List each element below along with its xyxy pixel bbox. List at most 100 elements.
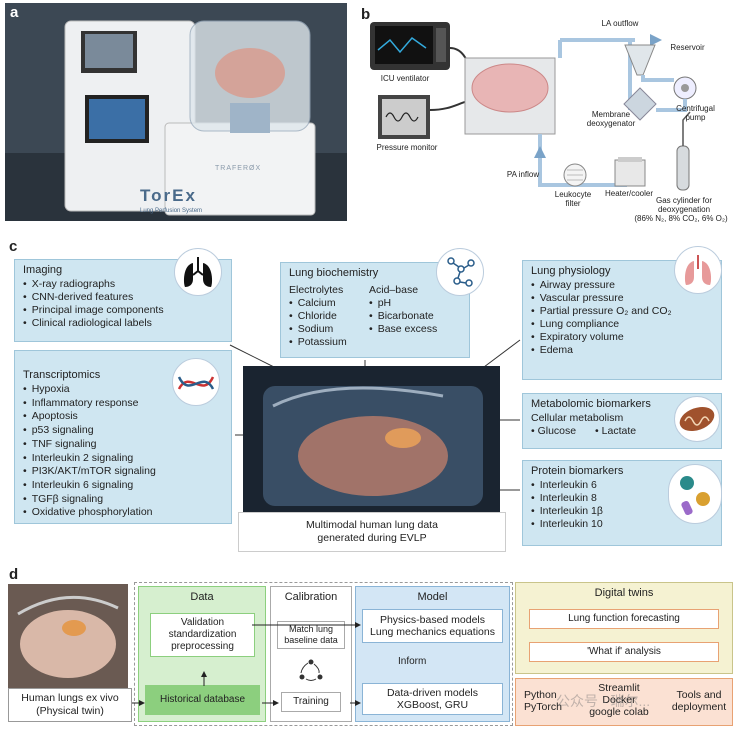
imaging-title: Imaging (23, 264, 63, 276)
electrolyte-item: Potassium (289, 336, 347, 349)
label-membrane-deoxygenator: Membrane deoxygenator (586, 110, 636, 128)
protein-item: Interleukin 1β (531, 505, 713, 518)
panel-a-photo: TorEx Lung Perfusion System TRAFERØX (5, 3, 347, 221)
panel-d-arrows (132, 622, 361, 706)
device-cart-label: TRAFERØX (215, 165, 262, 172)
calibration-column: Calibration Match lung baseline data Tra… (270, 586, 352, 722)
deoxygenator-icon (623, 87, 657, 121)
training-box: Training (281, 692, 341, 712)
physics-line1: Physics-based models (379, 614, 486, 626)
data-step: Validation (180, 617, 225, 628)
protein-icon (668, 464, 722, 524)
electrolyte-item: Chloride (289, 310, 347, 323)
electrolyte-item: Calcium (289, 297, 347, 310)
acid-base-heading: Acid–base (369, 284, 419, 296)
tool-name: Python (524, 689, 557, 701)
acid-base-item: Bicarbonate (369, 310, 437, 323)
ventilator-icon (370, 22, 450, 70)
metabolomic-subtitle: Cellular metabolism (531, 412, 624, 424)
physiology-item: Partial pressure O₂ and CO₂ (531, 305, 713, 318)
match-line2: baseline data (284, 635, 338, 645)
transcriptomics-item: Interleukin 6 signaling (23, 479, 223, 493)
transcriptomics-item: Inflammatory response (23, 397, 223, 411)
acid-base-item: Base excess (369, 323, 438, 336)
pressure-monitor-icon (378, 95, 430, 139)
lungs-icon (174, 248, 222, 296)
centrifugal-pump-icon (673, 76, 697, 100)
workflow-dashed-frame (134, 582, 513, 726)
training-label: Training (293, 696, 329, 707)
data-column: Data Validation standardization preproce… (138, 586, 266, 722)
data-step: preprocessing (171, 641, 234, 652)
tools-label: deployment (671, 701, 727, 713)
acid-base-item: pH (369, 297, 437, 310)
physical-twin-caption: Human lungs ex vivo (Physical twin) (8, 688, 132, 722)
data-header: Data (190, 591, 214, 603)
label-leukocyte-filter: Leukocyte filter (554, 190, 592, 208)
validation-box: Validation standardization preprocessing (150, 613, 255, 657)
physiology-item: Lung compliance (531, 318, 713, 331)
physical-twin-line1: Human lungs ex vivo (21, 692, 119, 704)
physical-twin-photo (8, 584, 128, 690)
transcriptomics-item: Hypoxia (23, 383, 223, 397)
gas-cylinder-icon (676, 111, 691, 191)
label-pa-inflow: PA inflow (506, 170, 540, 179)
metabolomic-title: Metabolomic biomarkers (531, 398, 651, 410)
metabolomic-item: Lactate (601, 425, 637, 437)
label-heater-cooler: Heater/cooler (604, 189, 654, 198)
match-baseline-box: Match lung baseline data (277, 621, 345, 649)
transcriptomics-title: Transcriptomics (23, 369, 101, 381)
physical-twin-line2: (Physical twin) (36, 705, 104, 717)
heater-cooler-icon (614, 157, 646, 187)
tool-name: google colab (589, 706, 649, 718)
panel-label-c: c (9, 238, 18, 255)
data-driven-models-box: Data-driven models XGBoost, GRU (362, 683, 503, 715)
calibration-header: Calibration (284, 591, 338, 603)
datadriven-line1: Data-driven models (386, 687, 479, 699)
physiology-item: Airway pressure (531, 279, 713, 292)
label-gas-cylinder: Gas cylinder for deoxygenation (655, 196, 713, 214)
label-gas-mix: (86% N₂, 8% CO₂, 6% O₂) (634, 214, 728, 223)
electrolytes-heading: Electrolytes (289, 284, 344, 296)
physics-line2: Lung mechanics equations (370, 626, 495, 638)
lung-chamber-icon (464, 57, 556, 135)
watermark: 公众号 · 瑞尔... (556, 693, 651, 709)
physiology-item: Expiratory volume (531, 331, 713, 344)
imaging-item: Principal image components (23, 304, 223, 317)
physics-models-box: Physics-based models Lung mechanics equa… (362, 609, 503, 643)
label-la-outflow: LA outflow (601, 19, 639, 28)
forecast-label: Lung function forecasting (568, 613, 680, 624)
physiology-title: Lung physiology (531, 265, 611, 277)
tool-name: PyTorch (524, 701, 562, 713)
historical-database-box: Historical database (145, 685, 260, 715)
imaging-item: CNN-derived features (23, 291, 223, 304)
panel-label-d: d (9, 566, 19, 583)
transcriptomics-item: p53 signaling (23, 424, 223, 438)
match-line1: Match lung (288, 624, 334, 634)
tools-column: Python PyTorch Streamlit Docker google c… (515, 678, 733, 726)
protein-item: Interleukin 6 (531, 479, 713, 492)
evlp-circuit-schematic (370, 22, 697, 191)
center-caption: Multimodal human lung data generated dur… (238, 512, 506, 552)
transcriptomics-item: Oxidative phosphorylation (23, 506, 223, 520)
digital-twins-header: Digital twins (594, 587, 654, 599)
center-caption-line2: generated during EVLP (317, 532, 427, 544)
label-pressure-monitor: Pressure monitor (376, 143, 438, 152)
data-step: standardization (168, 629, 237, 640)
transcriptomics-item: TGFβ signaling (23, 493, 223, 507)
physiology-item: Vascular pressure (531, 292, 713, 305)
transcriptomics-item: Interleukin 2 signaling (23, 452, 223, 466)
tool-name: Docker (602, 694, 636, 706)
physiology-item: Edema (531, 344, 713, 357)
forecast-box: Lung function forecasting (529, 609, 719, 629)
protein-item: Interleukin 10 (531, 518, 713, 531)
electrolyte-item: Sodium (289, 323, 347, 336)
model-header: Model (417, 591, 448, 603)
protein-title: Protein biomarkers (531, 465, 624, 477)
imaging-item: X-ray radiographs (23, 278, 223, 291)
biochemistry-box: Lung biochemistry Electrolytes Calcium C… (280, 262, 470, 358)
cycle-icon (299, 659, 323, 681)
historical-database-label: Historical database (159, 694, 246, 705)
label-reservoir: Reservoir (670, 43, 705, 52)
metabolomic-item: Glucose (537, 425, 577, 437)
